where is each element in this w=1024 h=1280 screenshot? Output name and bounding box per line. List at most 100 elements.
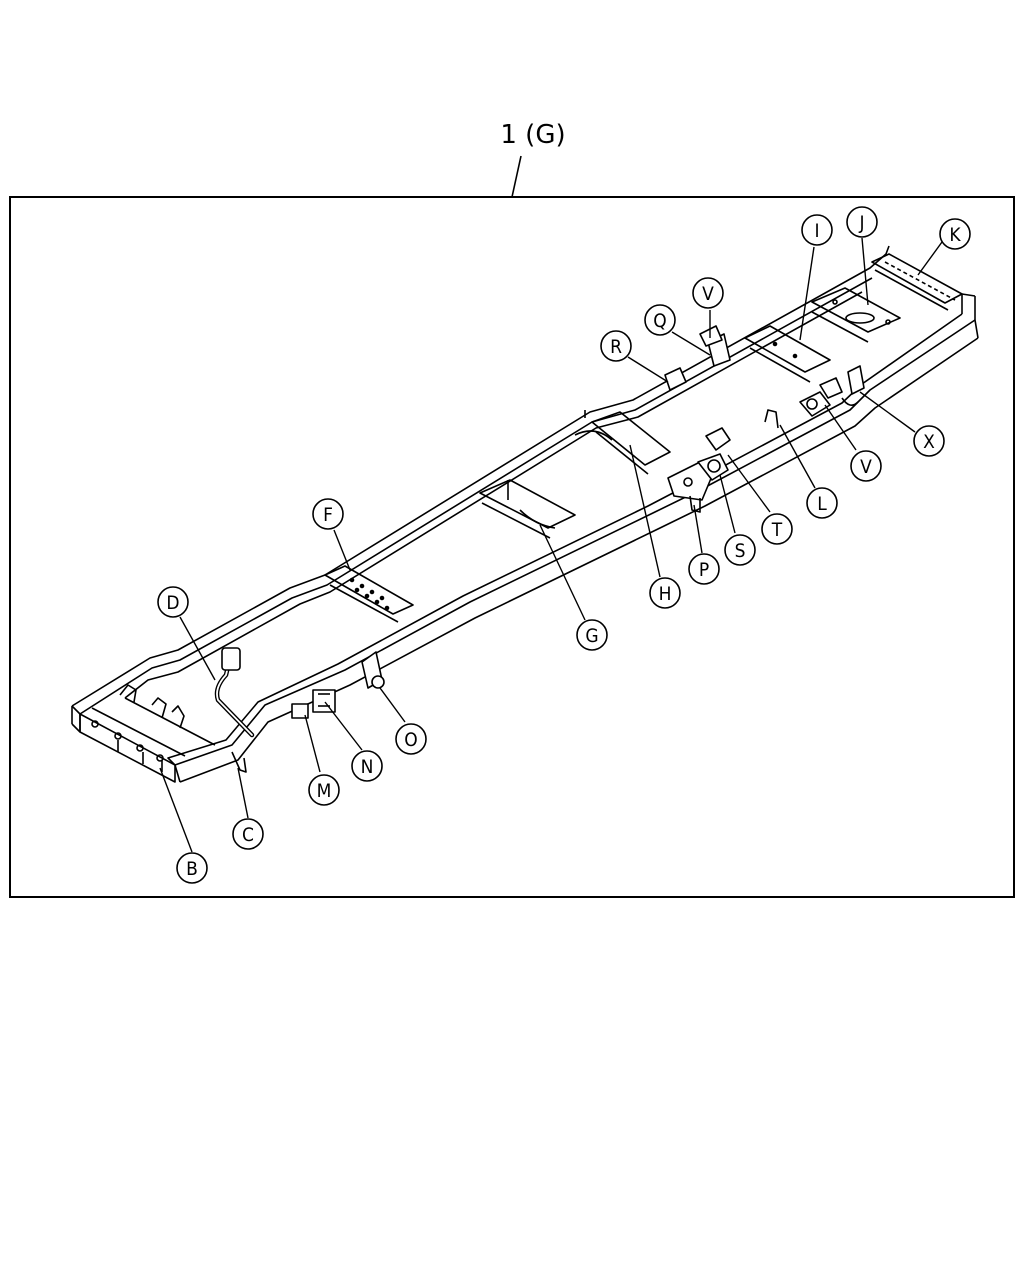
cross-member-g xyxy=(479,479,576,539)
callout-circle xyxy=(724,534,756,566)
brackets-l-v-x xyxy=(764,365,865,429)
front-cross-member xyxy=(79,684,216,783)
leader-n xyxy=(324,701,363,751)
callout-circle xyxy=(806,487,838,519)
rear-cross-member-j xyxy=(811,287,901,343)
callout-v1: V xyxy=(692,277,724,309)
callout-circle xyxy=(761,513,793,545)
leader-j xyxy=(861,237,869,306)
leader-r xyxy=(627,356,669,383)
callout-circle xyxy=(801,214,833,246)
callout-circle xyxy=(846,206,878,238)
callout-circle xyxy=(850,450,882,482)
callout-label: F xyxy=(323,504,333,526)
left-side-rail xyxy=(71,245,890,733)
callout-label: T xyxy=(771,519,783,541)
callout-v2: V xyxy=(850,450,882,482)
callout-circle xyxy=(600,330,632,362)
cross-member-h xyxy=(574,411,671,475)
callout-label: G xyxy=(585,625,598,647)
tube-d xyxy=(214,647,255,738)
callout-circle xyxy=(157,586,189,618)
callout-t: T xyxy=(761,513,793,545)
callout-b: B xyxy=(176,852,208,884)
leader-f xyxy=(333,529,351,571)
callout-label: V xyxy=(860,456,872,478)
callout-p: P xyxy=(688,553,720,585)
rear-end-cross-member-k xyxy=(871,253,963,311)
brackets-m-n xyxy=(291,689,336,719)
callout-circle xyxy=(644,304,676,336)
callout-circle xyxy=(688,553,720,585)
leader-d xyxy=(179,616,216,681)
callout-circle xyxy=(351,750,383,782)
callout-k: K xyxy=(939,218,971,250)
callout-x: X xyxy=(913,425,945,457)
callout-i: I xyxy=(801,214,833,246)
callout-label: S xyxy=(735,540,746,562)
diagram-frame xyxy=(9,196,1015,898)
leader-s xyxy=(719,474,736,534)
callout-label: O xyxy=(404,729,417,751)
leader-t xyxy=(727,454,771,513)
leader-i xyxy=(799,246,815,341)
leader-x xyxy=(859,391,916,433)
leader-k xyxy=(917,241,943,276)
callout-c: C xyxy=(232,818,264,850)
leader-m xyxy=(304,714,321,773)
bracket-c xyxy=(231,751,247,773)
callout-f: F xyxy=(312,498,344,530)
callout-label: R xyxy=(610,336,622,358)
callout-label: N xyxy=(361,756,374,778)
bracket-o xyxy=(361,651,385,689)
callout-circle xyxy=(395,723,427,755)
brackets-r-q-v xyxy=(584,325,731,418)
callout-circle xyxy=(308,774,340,806)
callout-label: M xyxy=(317,780,332,802)
callout-circle xyxy=(176,852,208,884)
leader-p xyxy=(693,504,703,554)
callout-label: D xyxy=(166,592,179,614)
callout-l: L xyxy=(806,487,838,519)
leader-g xyxy=(539,524,586,621)
callout-g: G xyxy=(576,619,608,651)
assembly-label: 1 (G) xyxy=(500,120,565,150)
callout-circle xyxy=(939,218,971,250)
cross-member-i xyxy=(744,325,831,383)
leader-q xyxy=(671,331,711,356)
callout-label: K xyxy=(949,224,961,246)
cross-member-f xyxy=(324,565,414,623)
callout-label: J xyxy=(858,212,864,234)
callout-s: S xyxy=(724,534,756,566)
chassis-frame xyxy=(71,245,979,783)
callout-j: J xyxy=(846,206,878,238)
callout-label: C xyxy=(242,824,254,846)
callout-n: N xyxy=(351,750,383,782)
leader-l xyxy=(779,424,816,489)
callout-circle xyxy=(913,425,945,457)
callout-circle xyxy=(692,277,724,309)
leader-o xyxy=(379,687,406,723)
callout-d: D xyxy=(157,586,189,618)
callout-circle xyxy=(576,619,608,651)
assembly-leader-line xyxy=(511,155,522,198)
callout-label: H xyxy=(659,583,672,605)
callout-label: X xyxy=(923,431,935,453)
leader-c xyxy=(237,767,249,819)
callout-circle xyxy=(312,498,344,530)
callout-m: M xyxy=(308,774,340,806)
spring-hangers-p-s-t xyxy=(667,427,731,513)
callout-h: H xyxy=(649,577,681,609)
callout-label: I xyxy=(814,220,819,242)
callout-r: R xyxy=(600,330,632,362)
callout-label: B xyxy=(186,858,198,880)
callout-label: P xyxy=(699,559,709,581)
leader-v2 xyxy=(824,404,857,451)
callout-circle xyxy=(232,818,264,850)
callout-circle xyxy=(649,577,681,609)
right-side-rail xyxy=(167,293,979,783)
callout-label: V xyxy=(702,283,714,305)
callout-o: O xyxy=(395,723,427,755)
